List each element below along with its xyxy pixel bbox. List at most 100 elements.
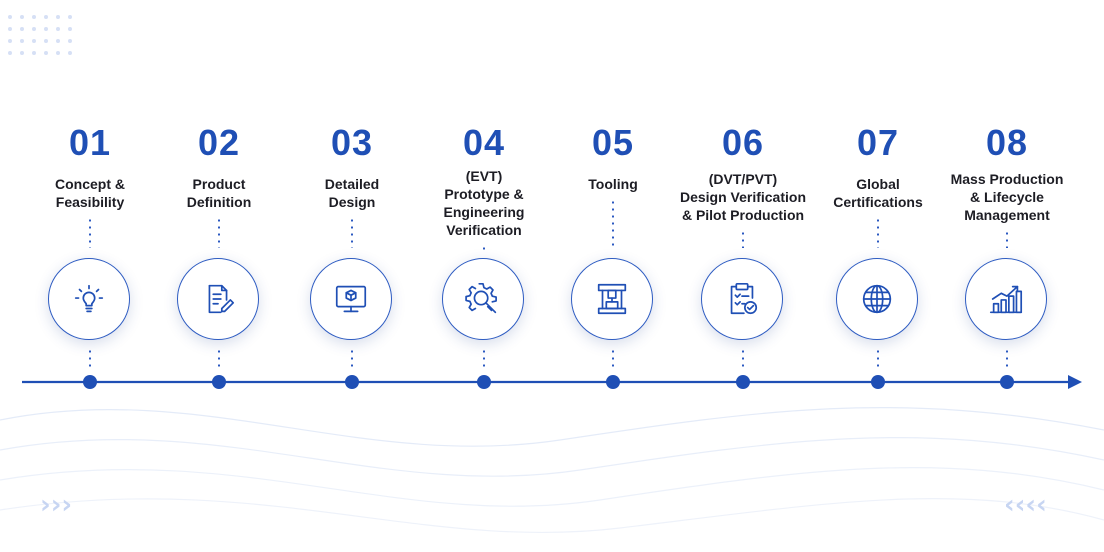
- globe-icon: [862, 284, 892, 314]
- dotted-connector: [1006, 230, 1008, 248]
- timeline-node: [736, 375, 750, 389]
- chevron-right-decoration: ›››: [40, 490, 72, 520]
- gear-magnifier-icon: [465, 282, 497, 314]
- step-number: 05: [591, 122, 635, 163]
- dotted-connector: [742, 348, 744, 371]
- decor-dot: [68, 15, 72, 19]
- step-icon-circle: [177, 258, 259, 340]
- decor-dot: [68, 39, 72, 43]
- step-icon-circle: [310, 258, 392, 340]
- dotted-connector: [218, 217, 220, 248]
- dotted-connector: [612, 199, 614, 248]
- decor-dot: [32, 27, 36, 31]
- decor-dot: [20, 27, 24, 31]
- step-label-line: Detailed: [324, 176, 380, 192]
- step-icon-circle: [442, 258, 524, 340]
- step-label-line: Concept &: [55, 176, 125, 192]
- step-number: 08: [985, 122, 1029, 163]
- decor-dot: [56, 51, 60, 55]
- step-label-line: Management: [964, 207, 1050, 223]
- decor-dot: [32, 15, 36, 19]
- step-label-line: Design: [328, 194, 376, 210]
- step-label-line: & Pilot Production: [681, 207, 805, 223]
- step-number: 03: [330, 122, 374, 163]
- decor-dot: [44, 51, 48, 55]
- dotted-connector: [877, 217, 879, 248]
- step-label-line: Product: [192, 176, 246, 192]
- document-edit-icon: [208, 284, 235, 314]
- step-label-line: Certifications: [833, 194, 923, 210]
- step-number: 01: [68, 122, 112, 163]
- monitor-cube-icon: [335, 285, 367, 313]
- step-label-line: Design Verification: [679, 189, 807, 205]
- timeline-node: [606, 375, 620, 389]
- decor-dot: [68, 27, 72, 31]
- timeline-node: [1000, 375, 1014, 389]
- step-label-line: Global: [856, 176, 900, 192]
- growth-chart-icon: [989, 285, 1023, 314]
- timeline-node: [477, 375, 491, 389]
- step-label: (DVT/PVT)Design Verification& Pilot Prod…: [663, 170, 823, 224]
- decor-dot: [32, 51, 36, 55]
- step-label: Tooling: [533, 175, 693, 193]
- decor-dot: [20, 15, 24, 19]
- lightbulb-icon: [74, 284, 104, 313]
- decor-dot: [8, 27, 12, 31]
- step-number: 02: [197, 122, 241, 163]
- step-icon-circle: [836, 258, 918, 340]
- press-tool-icon: [597, 283, 627, 315]
- timeline-node: [345, 375, 359, 389]
- dotted-connector: [483, 348, 485, 371]
- chevron-left-decoration: ‹‹‹‹: [1004, 490, 1047, 520]
- dotted-connector: [742, 230, 744, 248]
- step-number: 04: [462, 122, 506, 163]
- timeline-arrowhead: [1068, 375, 1082, 389]
- dot-grid-decoration: [8, 15, 72, 55]
- step-label-line: & Lifecycle: [970, 189, 1044, 205]
- step-icon-circle: [48, 258, 130, 340]
- timeline-node: [212, 375, 226, 389]
- step-label: Concept &Feasibility: [10, 175, 170, 211]
- decor-dot: [32, 39, 36, 43]
- decor-dot: [44, 15, 48, 19]
- step-icon-circle: [701, 258, 783, 340]
- decor-dot: [56, 15, 60, 19]
- dotted-connector: [351, 217, 353, 248]
- step-label-line: Mass Production: [950, 171, 1064, 187]
- dotted-connector: [89, 217, 91, 248]
- decor-dot: [44, 27, 48, 31]
- wave-decoration: [0, 437, 1104, 477]
- decor-dot: [68, 51, 72, 55]
- clipboard-check-icon: [730, 282, 758, 315]
- dotted-connector: [612, 348, 614, 371]
- dotted-connector: [1006, 348, 1008, 371]
- dotted-connector: [483, 245, 485, 252]
- timeline-step: 06 (DVT/PVT)Design Verification& Pilot Pr…: [663, 0, 823, 552]
- step-label-line: Definition: [186, 194, 252, 210]
- timeline-node: [83, 375, 97, 389]
- step-label-line: Prototype &: [444, 186, 524, 202]
- decor-dot: [20, 39, 24, 43]
- dotted-connector: [218, 348, 220, 371]
- timeline-node: [871, 375, 885, 389]
- decor-dot: [44, 39, 48, 43]
- decor-dot: [8, 39, 12, 43]
- wave-decoration: [0, 498, 1104, 534]
- step-label-line: (EVT): [465, 168, 503, 184]
- step-icon-circle: [965, 258, 1047, 340]
- step-number: 07: [856, 122, 900, 163]
- dotted-connector: [89, 348, 91, 371]
- step-number: 06: [721, 122, 765, 163]
- wave-decoration: [0, 467, 1104, 507]
